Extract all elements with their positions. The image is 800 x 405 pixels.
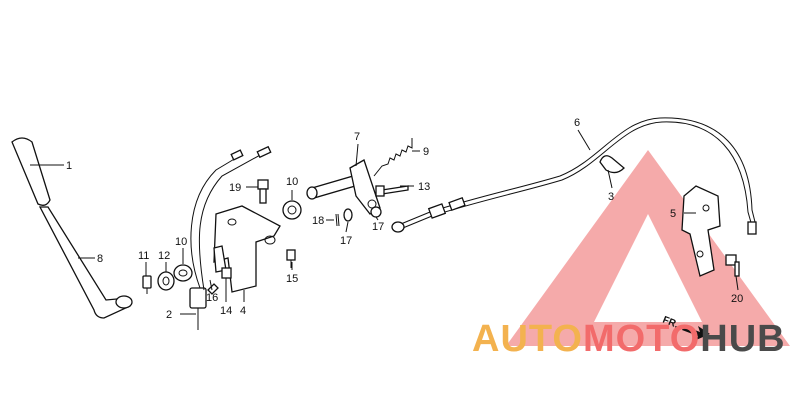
callout-1: 1 xyxy=(66,160,72,172)
clip-17-right xyxy=(370,206,382,218)
cable-bracket-5 xyxy=(681,185,721,277)
control-cable-6 xyxy=(391,117,757,235)
clip-14 xyxy=(221,267,232,279)
callout-8: 8 xyxy=(97,253,103,265)
callout-3: 3 xyxy=(608,191,614,203)
callout-9: 9 xyxy=(423,146,429,158)
callout-15: 15 xyxy=(286,273,298,285)
shift-lever-assembly xyxy=(11,137,133,319)
callout-11: 11 xyxy=(138,250,149,262)
watermark-triangle xyxy=(506,150,790,346)
callout-19: 19 xyxy=(229,182,241,194)
callout-7: 7 xyxy=(354,131,360,143)
callout-17-right: 17 xyxy=(372,221,384,233)
callout-5: 5 xyxy=(670,208,676,220)
shift-arm-7 xyxy=(306,159,381,215)
cable-end-right xyxy=(747,221,757,235)
cable-clip-3 xyxy=(599,155,625,174)
callout-16: 16 xyxy=(206,292,218,304)
bolt-19 xyxy=(257,179,269,204)
cable-adjuster-left xyxy=(427,203,447,219)
callout-20: 20 xyxy=(731,293,743,305)
front-arrow-icon xyxy=(682,326,710,340)
callout-12: 12 xyxy=(158,250,170,262)
bolt-13 xyxy=(375,185,409,197)
washer-12 xyxy=(157,271,175,291)
collar-10-left xyxy=(173,264,193,282)
callout-2: 2 xyxy=(166,309,172,321)
lever-bracket-4 xyxy=(213,205,281,293)
callout-14: 14 xyxy=(220,305,232,317)
cable-end-left xyxy=(391,221,405,233)
cable-adjuster-nut xyxy=(448,197,466,211)
lever-end-collar xyxy=(115,295,133,309)
collar-10-right xyxy=(282,200,302,220)
watermark-word-auto: AUTO xyxy=(472,318,583,360)
callout-4: 4 xyxy=(240,305,246,317)
watermark-word-hub: HUB xyxy=(700,318,786,360)
watermark-logo: AUTOMOTOHUB xyxy=(472,318,786,361)
callout-10-left: 10 xyxy=(175,236,187,248)
screw-16 xyxy=(207,283,219,295)
callout-18: 18 xyxy=(312,215,324,227)
callout-13: 13 xyxy=(418,181,430,193)
spring-9 xyxy=(373,138,413,177)
callout-10-right: 10 xyxy=(286,176,298,188)
clip-17-left xyxy=(343,208,353,222)
switch-2 xyxy=(189,145,272,330)
bolt-20 xyxy=(725,254,740,277)
bolt-11 xyxy=(142,275,152,294)
leader-lines xyxy=(30,129,739,315)
callout-17-left: 17 xyxy=(340,235,352,247)
pin-18 xyxy=(335,213,340,227)
watermark-word-moto: MOTO xyxy=(582,318,701,360)
lever-grip xyxy=(11,137,51,206)
callout-6: 6 xyxy=(574,117,580,129)
bolt-15 xyxy=(286,249,296,268)
callout-labels: 1 2 3 4 5 6 7 8 9 10 10 11 12 13 14 15 1… xyxy=(66,117,743,321)
